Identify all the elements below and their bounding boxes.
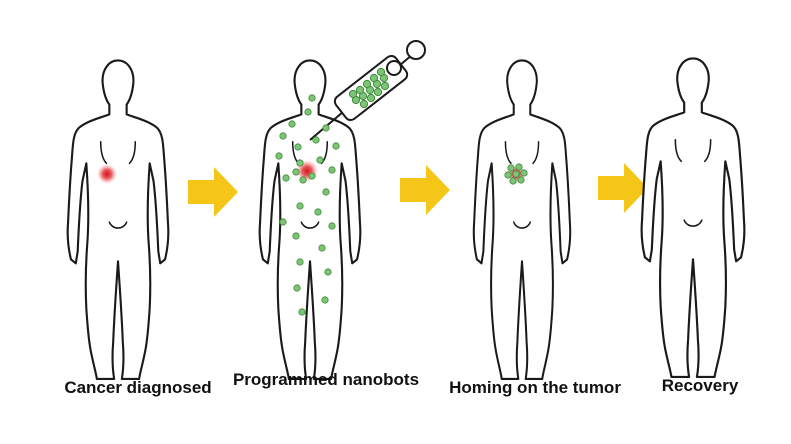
nanobot-icon [294,143,302,151]
nanobot-icon [308,172,316,180]
figure-cancer-diagnosed [66,59,170,381]
tumor-cluster [504,163,528,185]
nanobot-icon [279,132,287,140]
arrow-right-icon [598,163,648,213]
human-figure-icon [66,59,170,381]
nanobot-icon [332,142,340,150]
nanobot-icon [296,258,304,266]
arrow-right-icon [400,165,450,215]
nanobot-icon [292,168,300,176]
nanobot-icon [328,166,336,174]
nanobot-icon [324,268,332,276]
nanobot-icon [328,222,336,230]
step-label-homing-on-tumor: Homing on the tumor [449,378,621,397]
nanobot-icon [512,170,520,178]
nanobot-icon [279,218,287,226]
nanobot-icon [293,284,301,292]
nanobot-icon [517,176,525,184]
nanobot-icon [282,174,290,182]
arrow-right-icon [188,167,238,217]
nanobot-icon [298,308,306,316]
nanobot-icon [304,108,312,116]
nanobot-icon [322,188,330,196]
nanobot-icon [288,120,296,128]
nanobot-icon [314,208,322,216]
nanobot-icon [275,152,283,160]
nanobot-icon [296,202,304,210]
nanobot-icon [312,136,320,144]
nanobot-icon [292,232,300,240]
nanobot-icon [322,124,330,132]
nanobot-icon [515,163,523,171]
syringe-icon [309,40,426,141]
nanobot-icon [316,156,324,164]
tumor-icon [97,164,117,184]
step-label-cancer-diagnosed: Cancer diagnosed [64,378,212,397]
human-figure-icon [640,57,746,379]
nanobot-icon [308,94,316,102]
nanobot-icon [321,296,329,304]
step-label-programmed-nanobots: Programmed nanobots [232,370,420,389]
nanobot-icon [296,159,304,167]
nanobot-icon [509,177,517,185]
nanobot-icon [520,169,528,177]
nanobot-icon [299,176,307,184]
figure-recovery [640,57,746,379]
nanobot-icon [318,244,326,252]
step-label-recovery: Recovery [661,376,739,395]
nanobot-group [275,94,340,316]
figure-homing-on-tumor [472,59,572,381]
nanobot-icon [507,164,515,172]
human-figure-icon [472,59,572,381]
nanobot-icon [504,171,512,179]
